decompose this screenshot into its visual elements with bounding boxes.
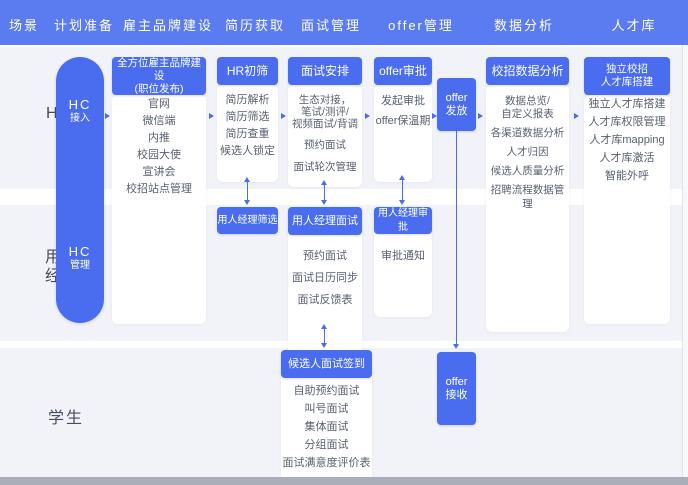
list-item: 人才库mapping [589,134,665,146]
list-item: 各渠道数据分析 [490,127,565,139]
flow-arrow-right-icon [432,113,437,119]
offer-approval-node: offer审批 [374,57,432,85]
double-arrow-vertical-icon [244,177,251,205]
list-item: 简历查重 [225,128,270,140]
interview-arrangement-card: 生态对接， 笔试/测评/ 视频面试/背调 预约面试 面试轮次管理 [288,85,362,187]
offer-accept-node: offer 接收 [437,352,476,425]
list-item: 简历筛选 [225,111,270,123]
list-item: 简历解析 [225,94,270,106]
header-item-plan-preparation: 计划准备 [53,18,115,33]
list-item: 生态对接， 笔试/测评/ 视频面试/背调 [292,94,358,130]
window-bottom-edge [0,477,688,485]
list-item: 候选人锁定 [220,145,275,157]
list-item: 面试轮次管理 [293,161,357,173]
list-item: 面试日历同步 [292,272,358,284]
interview-checkin-node: 候选人面试签到 [281,350,372,378]
header-item-talent-pool: 人才库 [611,18,657,33]
flow-arrow-right-icon [209,113,214,119]
list-item: 数据总览/ 自定义报表 [501,95,554,120]
hr-screening-card: 简历解析 简历筛选 简历查重 候选人锁定 [217,85,278,182]
row-label-student: 学生 [48,410,85,427]
manager-screening-node: 用人经理筛选 [217,207,278,234]
list-item: 内推 [148,132,170,144]
header-item-resume-acquisition: 简历获取 [224,18,286,33]
offer-issue-node: offer 发放 [437,78,476,131]
talent-pool-node: 独立校招 人才库搭建 [584,57,670,95]
offer-flow-arrow-down-icon [453,131,460,349]
hr-screening-node: HR初筛 [217,57,278,85]
header-item-offer-management: offer管理 [388,18,454,33]
double-arrow-vertical-icon [399,175,406,205]
flow-arrow-right-icon [105,113,110,119]
flow-arrow-right-icon [478,113,483,119]
list-item: 宣讲会 [142,166,176,178]
list-item: 候选人质量分析 [490,165,565,177]
talent-pool-card: 独立人才库搭建 人才库权限管理 人才库mapping 人才库激活 智能外呼 [584,95,670,324]
list-item: 发起审批 [381,95,425,107]
flow-arrow-right-icon [365,113,370,119]
list-item: 审批通知 [381,250,425,262]
list-item: 人才库激活 [599,152,655,164]
list-item: 智能外呼 [605,170,649,182]
list-item: 面试满意度评价表 [282,457,371,469]
hc-access-title: HC [68,97,92,112]
flow-arrow-right-icon [281,113,286,119]
list-item: 官网 [148,98,170,110]
list-item: 预约面试 [304,139,346,151]
employer-branding-node: 全方位雇主品牌建设 (职位发布) [112,57,206,95]
list-item: 微信端 [142,115,176,127]
manager-interview-node: 用人经理面试 [288,207,362,235]
header-item-employer-branding: 雇主品牌建设 [122,18,214,33]
flow-arrow-right-icon [574,113,579,119]
interview-arrangement-node: 面试安排 [288,57,362,85]
list-item: 招聘流程数据管理 [490,184,565,210]
manager-approval-node: 用人经理审批 [374,207,432,234]
list-item: 校园大使 [137,149,181,161]
list-item: 叫号面试 [304,403,349,415]
header-item-scene: 场景 [8,18,40,33]
scrollbar-track [682,45,688,477]
list-item: 校招站点管理 [126,183,192,195]
hc-access-sub: 接入 [70,113,90,124]
double-arrow-vertical-icon [321,324,328,348]
list-item: 分组面试 [304,439,349,451]
hc-pill-node: HC 接入 HC 管理 [56,57,104,323]
list-item: 人才归因 [506,146,549,158]
data-analysis-card: 数据总览/ 自定义报表 各渠道数据分析 人才归因 候选人质量分析 招聘流程数据管… [486,85,569,332]
double-arrow-vertical-icon [321,180,328,205]
header-item-interview-management: 面试管理 [300,18,362,33]
list-item: 人才库权限管理 [588,116,666,128]
list-item: 集体面试 [304,421,349,433]
hc-manage-sub: 管理 [70,260,90,271]
list-item: 预约面试 [303,250,347,262]
list-item: offer保温期 [375,115,431,127]
offer-approval-card: 发起审批 offer保温期 [374,85,432,182]
employer-branding-card: 官网 微信端 内推 校园大使 宣讲会 校招站点管理 [112,95,206,324]
hc-manage-label: HC 管理 [56,244,104,272]
diagram-header-bar: 场景 计划准备 雇主品牌建设 简历获取 面试管理 offer管理 数据分析 人才… [0,0,688,45]
data-analysis-node: 校招数据分析 [486,57,569,85]
list-item: 独立人才库搭建 [588,98,666,110]
hc-access-label: HC 接入 [56,97,104,125]
list-item: 自助预约面试 [293,385,360,397]
hc-manage-title: HC [68,244,92,259]
list-item: 面试反馈表 [297,294,353,306]
header-item-data-analysis: 数据分析 [493,18,555,33]
